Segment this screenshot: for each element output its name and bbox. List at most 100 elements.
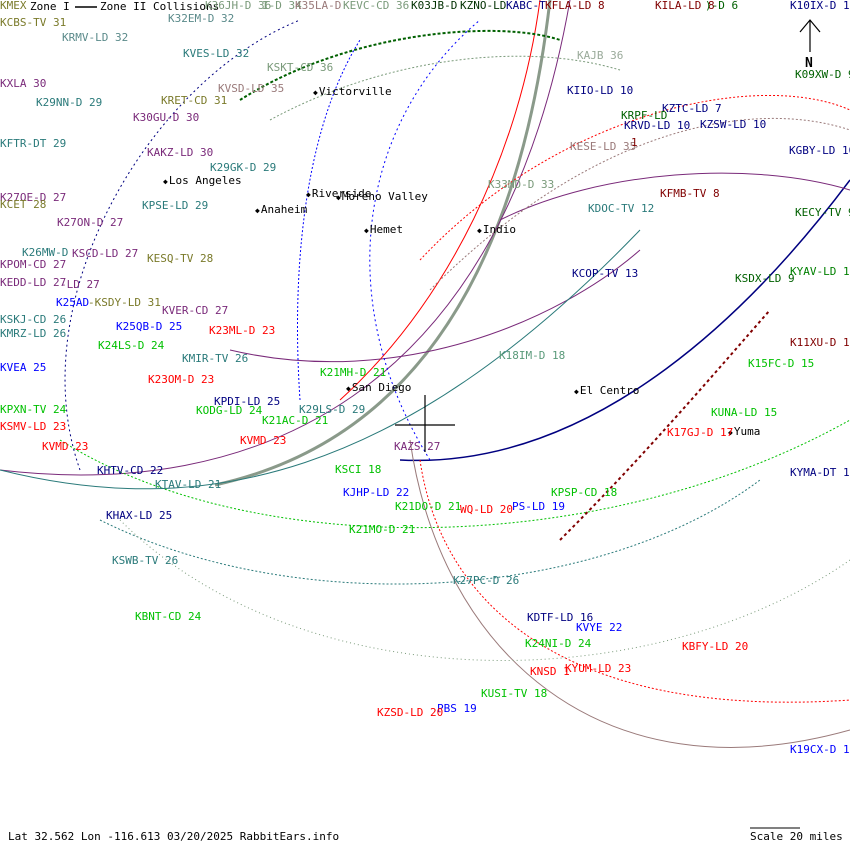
station-label[interactable]: K21DO-D 21: [395, 500, 462, 513]
station-label[interactable]: KMRZ-LD 26: [0, 327, 67, 340]
station-label[interactable]: KFMB-TV 8: [660, 187, 720, 200]
station-label[interactable]: K36JH-D 36: [205, 0, 272, 12]
station-label[interactable]: KHTV-CD 22: [97, 464, 164, 477]
station-label[interactable]: KPSP-CD 18: [551, 486, 618, 499]
station-label[interactable]: KSCI 18: [335, 463, 382, 476]
station-label[interactable]: KSMV-LD 23: [0, 420, 67, 433]
station-label[interactable]: -LD 27: [60, 278, 100, 291]
station-label[interactable]: KJHP-LD 22: [343, 486, 410, 499]
station-label[interactable]: KAKZ-LD 30: [147, 146, 214, 159]
station-label[interactable]: PBS 19: [437, 702, 477, 715]
station-label[interactable]: KZSD-LD 20: [377, 706, 444, 719]
station-label[interactable]: KABC-T: [506, 0, 546, 12]
station-label[interactable]: KFTR-DT 29: [0, 137, 67, 150]
station-label[interactable]: KEDD-LD 27: [0, 276, 67, 289]
station-label[interactable]: KTAV-LD 21: [155, 478, 222, 491]
station-label[interactable]: KRET-CD 31: [161, 94, 228, 107]
station-label[interactable]: KVES-LD 32: [183, 47, 250, 60]
station-label[interactable]: K19CX-D 19: [790, 743, 850, 756]
station-label[interactable]: K21MH-D 21: [320, 366, 387, 379]
station-label[interactable]: KNSD 1: [530, 665, 570, 678]
station-label[interactable]: KMIR-TV 26: [182, 352, 249, 365]
station-label[interactable]: WQ-LD 20: [460, 503, 513, 516]
station-label[interactable]: KECY-TV 9: [795, 206, 850, 219]
station-label[interactable]: KZNO-LD: [460, 0, 507, 12]
station-label[interactable]: K32EM-D 32: [168, 12, 235, 25]
station-label[interactable]: KBFY-LD 20: [682, 640, 749, 653]
station-label[interactable]: KSWB-TV 26: [112, 554, 179, 567]
station-label[interactable]: KDOC-TV 12: [588, 202, 655, 215]
station-label[interactable]: )-D 6: [705, 0, 739, 12]
station-label[interactable]: KESE-LD 35: [570, 140, 637, 153]
station-label[interactable]: KPOM-CD 27: [0, 258, 67, 271]
station-label[interactable]: K15FC-D 15: [748, 357, 815, 370]
station-label[interactable]: KYUM-LD 23: [565, 662, 632, 675]
station-label[interactable]: KPSE-LD 29: [142, 199, 209, 212]
station-label[interactable]: KCBS-TV 31: [0, 16, 67, 29]
station-label[interactable]: KZSW-LD 10: [700, 118, 767, 131]
station-label[interactable]: K10IX-D 10: [790, 0, 850, 12]
station-label[interactable]: KESQ-TV 28: [147, 252, 214, 265]
station-label[interactable]: K23ML-D 23: [209, 324, 276, 337]
station-label[interactable]: KAJB 36: [577, 49, 624, 62]
station-label[interactable]: KPXN-TV 24: [0, 403, 67, 416]
station-label[interactable]: K27OE-D 27: [0, 191, 67, 204]
station-label[interactable]: KPDI-LD 25: [214, 395, 281, 408]
station-label[interactable]: K11XU-D 11: [790, 336, 850, 349]
station-label[interactable]: K23OM-D 23: [148, 373, 215, 386]
station-label[interactable]: KBNT-CD 24: [135, 610, 202, 623]
station-label[interactable]: K24NI-D 24: [525, 637, 592, 650]
station-label[interactable]: PS-LD 19: [512, 500, 565, 513]
station-label[interactable]: K21MO-D 21: [349, 523, 416, 536]
station-label[interactable]: KSCD-LD 27: [72, 247, 139, 260]
station-label[interactable]: K27PC-D 26: [453, 574, 520, 587]
station-label[interactable]: KVER-CD 27: [162, 304, 229, 317]
station-label[interactable]: KDTF-LD 16: [527, 611, 594, 624]
station-label[interactable]: KRVD-LD 10: [624, 119, 691, 132]
station-label[interactable]: K35LA-D: [295, 0, 342, 12]
station-label[interactable]: K25QB-D 25: [116, 320, 183, 333]
station-label[interactable]: K26MW-D: [22, 246, 69, 259]
station-label[interactable]: K30GU-D 30: [133, 111, 200, 124]
station-label[interactable]: K09XW-D 9: [795, 68, 850, 81]
station-label[interactable]: KFLA-LD 8: [545, 0, 605, 12]
station-label[interactable]: KVSD-LD 35: [218, 82, 285, 95]
station-label[interactable]: KSKJ-CD 26: [0, 313, 67, 326]
station-label[interactable]: K03JB-D: [411, 0, 458, 12]
station-label[interactable]: KSDX-LD 9: [735, 272, 795, 285]
station-label[interactable]: KRPF-LD: [621, 109, 668, 122]
station-label[interactable]: KMEX: [0, 0, 27, 12]
station-label[interactable]: K24LS-D 24: [98, 339, 165, 352]
station-label[interactable]: -KSDY-LD 31: [88, 296, 161, 309]
station-label[interactable]: I-D 34: [262, 0, 302, 12]
station-label[interactable]: KVEA 25: [0, 361, 47, 374]
station-label[interactable]: KUNA-LD 15: [711, 406, 778, 419]
station-label[interactable]: KYAV-LD 12: [790, 265, 850, 278]
station-label[interactable]: KYMA-DT 13: [790, 466, 850, 479]
station-label[interactable]: K18IM-D 18: [499, 349, 566, 362]
station-label[interactable]: K21AC-D 21: [262, 414, 329, 427]
station-label[interactable]: K29NN-D 29: [36, 96, 103, 109]
station-label[interactable]: 1: [631, 136, 638, 149]
station-label[interactable]: KRMV-LD 32: [62, 31, 129, 44]
station-label[interactable]: KGBY-LD 10: [789, 144, 850, 157]
station-label[interactable]: KUSI-TV 18: [481, 687, 548, 700]
station-label[interactable]: KSKT-CD 36: [267, 61, 334, 74]
station-label[interactable]: KVMD 23: [240, 434, 287, 447]
station-label[interactable]: K29LS-D 29: [299, 403, 366, 416]
station-label[interactable]: K27ON-D 27: [57, 216, 124, 229]
station-label[interactable]: KVYE 22: [576, 621, 623, 634]
station-label[interactable]: K33MD-D 33: [488, 178, 555, 191]
station-label[interactable]: KAZS 27: [394, 440, 441, 453]
station-label[interactable]: KVMD 23: [42, 440, 89, 453]
station-label[interactable]: K25AD: [56, 296, 90, 309]
station-label[interactable]: KZTC-LD 7: [662, 102, 722, 115]
station-label[interactable]: KEVC-CD 36: [343, 0, 410, 12]
station-label[interactable]: KCET 28: [0, 198, 47, 211]
station-label[interactable]: KILA-LD 8: [655, 0, 715, 12]
station-label[interactable]: K17GJ-D 17: [667, 426, 734, 439]
station-label[interactable]: KXLA 30: [0, 77, 47, 90]
station-label[interactable]: KODG-LD 24: [196, 404, 263, 417]
station-label[interactable]: KHAX-LD 25: [106, 509, 173, 522]
